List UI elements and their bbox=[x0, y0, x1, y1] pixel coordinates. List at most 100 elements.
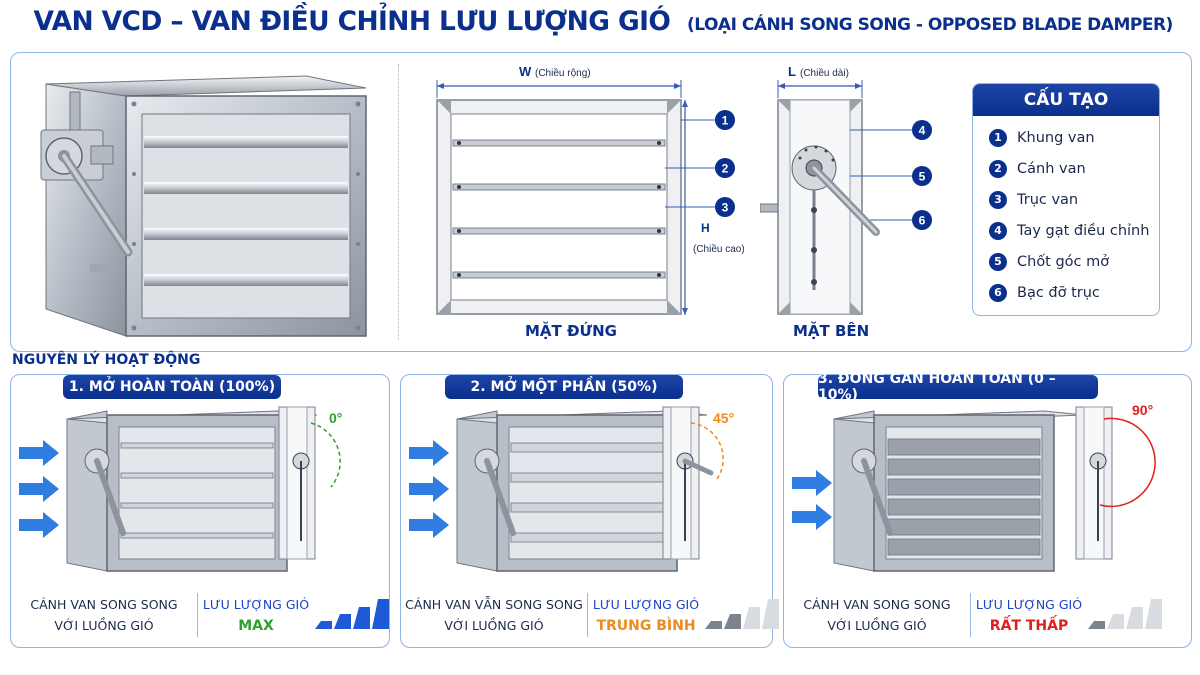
legend-label: Bạc đỡ trục bbox=[1017, 284, 1100, 301]
damper-blade bbox=[120, 442, 274, 449]
flow-bar bbox=[762, 599, 779, 629]
flow-bar bbox=[353, 607, 370, 629]
state-footer: CÁNH VAN SONG SONG VỚI LUỒNG GIÓ LƯU LƯỢ… bbox=[784, 587, 1191, 643]
airflow-arrow-icon bbox=[19, 512, 59, 538]
legend-number: 1 bbox=[989, 128, 1007, 147]
angle-label: 90° bbox=[1132, 402, 1153, 418]
footer-divider bbox=[970, 593, 971, 637]
flow-bar bbox=[1107, 614, 1124, 629]
flow-value: TRUNG BÌNH bbox=[596, 617, 696, 634]
angle-label: 0° bbox=[329, 410, 342, 426]
airflow-arrow-icon bbox=[409, 476, 449, 502]
angle-arc bbox=[690, 422, 724, 480]
damper-blade bbox=[510, 472, 664, 483]
legend-number: 6 bbox=[989, 283, 1007, 302]
angle-label: 45° bbox=[713, 410, 734, 426]
flow-bar bbox=[372, 599, 389, 629]
damper-blade bbox=[887, 538, 1041, 556]
state-illustration: 0° bbox=[19, 406, 342, 572]
damper-illustration bbox=[66, 410, 318, 572]
damper-blade bbox=[887, 478, 1041, 496]
flow-level-bars bbox=[1088, 599, 1162, 629]
svg-text:3: 3 bbox=[722, 201, 729, 215]
state-title: 1. MỞ HOÀN TOÀN (100%) bbox=[63, 375, 281, 399]
airflow-arrow-icon bbox=[409, 440, 449, 466]
legend-number: 5 bbox=[989, 252, 1007, 271]
front-callouts: 1 2 3 bbox=[715, 110, 735, 217]
svg-text:5: 5 bbox=[919, 170, 926, 184]
svg-text:2: 2 bbox=[722, 162, 729, 176]
airflow-arrow-icon bbox=[792, 470, 832, 496]
damper-blade bbox=[887, 458, 1041, 476]
damper-photo bbox=[40, 75, 367, 337]
damper-blade bbox=[887, 518, 1041, 536]
legend-item: 4 Tay gạt điều chỉnh bbox=[973, 215, 1159, 246]
blade-description-line1: CÁNH VAN VẪN SONG SONG bbox=[405, 597, 583, 612]
callout-4 bbox=[912, 120, 932, 140]
blade-description: CÁNH VAN VẪN SONG SONG VỚI LUỒNG GIÓ bbox=[401, 587, 587, 643]
legend-label: Chốt góc mở bbox=[1017, 253, 1110, 270]
handle-mechanism bbox=[40, 91, 133, 272]
damper-blade bbox=[510, 442, 664, 453]
legend-item: 5 Chốt góc mở bbox=[973, 246, 1159, 277]
front-blades bbox=[452, 139, 666, 279]
airflow-arrow-icon bbox=[409, 512, 449, 538]
page-header: VAN VCD – VAN ĐIỀU CHỈNH LƯU LƯỢNG GIÓ (… bbox=[0, 6, 1200, 46]
front-view-diagram: W (Chiều rộng) H (Chiều cao) 1 2 3 bbox=[436, 64, 745, 315]
panel-divider bbox=[398, 64, 399, 340]
legend-label: Tay gạt điều chỉnh bbox=[1017, 222, 1150, 239]
flow-label: LƯU LƯỢNG GIÓ bbox=[592, 596, 700, 612]
legend-label: Khung van bbox=[1017, 129, 1095, 146]
length-letter: L bbox=[788, 64, 796, 79]
damper-blade bbox=[120, 532, 274, 539]
damper-illustration bbox=[456, 410, 708, 572]
svg-text:4: 4 bbox=[919, 124, 926, 138]
damper-blade bbox=[510, 502, 664, 513]
blade-description-line2: VỚI LUỒNG GIÓ bbox=[444, 618, 544, 633]
blade-description: CÁNH VAN SONG SONG VỚI LUỒNG GIÓ bbox=[784, 587, 970, 643]
footer-divider bbox=[587, 593, 588, 637]
flow-info: LƯU LƯỢNG GIÓ RẤT THẤP bbox=[974, 587, 1084, 643]
flow-bar bbox=[724, 614, 741, 629]
legend-number: 3 bbox=[989, 190, 1007, 209]
flow-bar bbox=[334, 614, 351, 629]
length-note: (Chiều dài) bbox=[800, 67, 849, 79]
state-footer: CÁNH VAN VẪN SONG SONG VỚI LUỒNG GIÓ LƯU… bbox=[401, 587, 779, 643]
side-view-caption: MẶT BÊN bbox=[793, 322, 870, 340]
front-view-caption: MẶT ĐỨNG bbox=[525, 322, 617, 340]
legend-title: CẤU TẠO bbox=[973, 84, 1159, 116]
legend-number: 4 bbox=[989, 221, 1007, 240]
flow-level-bars bbox=[705, 599, 779, 629]
state-footer: CÁNH VAN SONG SONG VỚI LUỒNG GIÓ LƯU LƯỢ… bbox=[11, 587, 389, 643]
callout-3 bbox=[715, 197, 735, 217]
state-illustration: 45° bbox=[409, 406, 734, 572]
angle-arc bbox=[1099, 417, 1156, 508]
damper-blade bbox=[120, 502, 274, 509]
flow-bar bbox=[743, 607, 760, 629]
legend-item: 3 Trục van bbox=[973, 184, 1159, 215]
legend-label: Trục van bbox=[1017, 191, 1079, 208]
legend-item: 1 Khung van bbox=[973, 122, 1159, 153]
legend-number: 2 bbox=[989, 159, 1007, 178]
height-letter: H bbox=[701, 221, 710, 235]
side-callouts: 4 5 6 bbox=[912, 120, 932, 230]
damper-blade bbox=[887, 498, 1041, 516]
height-note: (Chiều cao) bbox=[693, 243, 745, 255]
state-card-partial: 2. MỞ MỘT PHẦN (50%) 45° CÁNH VAN VẪN SO… bbox=[400, 374, 779, 648]
side-view-mini: 90° bbox=[1075, 402, 1156, 560]
flow-value: RẤT THẤP bbox=[989, 617, 1069, 634]
flow-value: MAX bbox=[238, 617, 274, 634]
flow-label: LƯU LƯỢNG GIÓ bbox=[202, 596, 310, 612]
flow-label: LƯU LƯỢNG GIÓ bbox=[975, 596, 1083, 612]
state-title: 3. ĐÓNG GẦN HOÀN TOÀN (0 – 10%) bbox=[818, 371, 1098, 403]
callout-2 bbox=[715, 158, 735, 178]
flow-bar bbox=[315, 621, 332, 629]
footer-divider bbox=[197, 593, 198, 637]
side-view-mini: 45° bbox=[662, 406, 734, 560]
flow-bar bbox=[1145, 599, 1162, 629]
damper-blade bbox=[510, 532, 664, 543]
blade-description: CÁNH VAN SONG SONG VỚI LUỒNG GIÓ bbox=[11, 587, 197, 643]
photo-blades bbox=[144, 136, 348, 286]
callout-6 bbox=[912, 210, 932, 230]
